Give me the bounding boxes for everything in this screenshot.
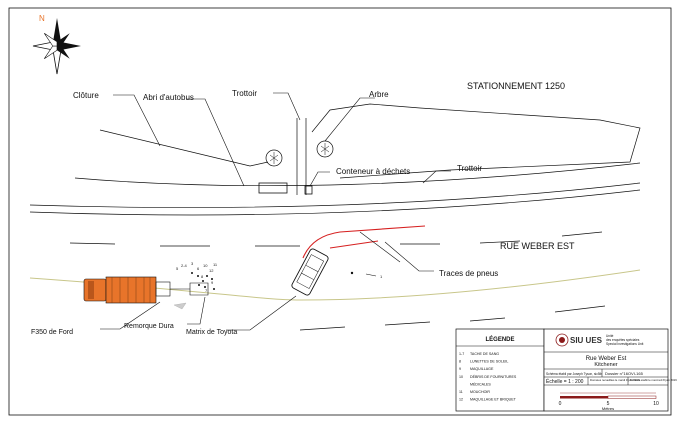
tree-icon [316,140,334,158]
evidence-dot [350,271,354,275]
legend-item-text: MOUCHOIR [470,390,490,394]
legend-item-text: LUNETTES DE SOLEIL [470,360,508,364]
tree-icon [265,149,283,167]
evidence-marker: 11 [213,262,218,267]
fence-line-2 [249,161,269,167]
legend-item-number: 11 [459,390,463,394]
scale-tick-10: 10 [653,401,659,407]
legend-item-number: 9 [459,367,461,371]
date-drawn: Schéma établi le mercredi 8 juin 2016 [630,378,677,382]
evidence-markers: 5 2-4 3 6 8 10 12 11 9 7 [176,261,218,293]
label-tire-marks: Traces de pneus [439,269,498,278]
legend-item-text: MAQUILLAGE ET BRIQUET [470,398,517,402]
scale-tick-0: 0 [559,401,562,407]
evidence-marker: 3 [191,261,194,266]
legend-box: LÉGENDE 1-7 TACHE DE SANG 8 LUNETTES DE SOL… [455,328,545,412]
compass-icon: N [32,14,81,75]
legend-item-text: TACHE DE SANG [470,352,499,356]
label-waste-container: Conteneur à déchets [336,167,410,176]
drawn-by: Schéma établi par Joseph Tyson, sic5ib [546,372,602,376]
legend-item-number: 8 [459,360,461,364]
scale-text: Échelle = 1 : 200 [546,378,584,385]
evidence-marker: 6 [197,266,200,271]
scale-unit: Mètres [602,406,614,411]
road-edge-south [29,269,641,301]
leader-lines [100,92,451,331]
legend-item-text: DÉBRIS DE FOURNITURES [470,374,517,379]
title-block: SIU UES Unité des enquêtes spéciales Spe… [543,328,677,412]
evidence-marker-1: 1 [380,274,383,279]
label-trailer: Remorque Dura [124,323,174,330]
org-line-1: Unité [606,334,614,338]
evidence-marker: 12 [209,268,214,273]
label-parking: STATIONNEMENT 1250 [467,81,565,91]
lane-markings [69,231,606,331]
fence-line [99,129,251,167]
evidence-marker: 2-4 [181,263,188,268]
scale-bar [560,392,657,399]
bus-shelter [258,182,288,194]
page-frame [8,7,672,416]
compass-north-label: N [39,14,45,23]
label-sidewalk-right: Trottoir [457,164,482,173]
legend-item-number: 12 [459,398,463,402]
evidence-marker: 8 [201,274,204,279]
label-toyota: Matrix de Toyota [186,329,237,336]
evidence-marker: 10 [203,263,208,268]
file-number: Dossier n°16OVI-165 [605,371,644,376]
date-collected: Données recueillies le mardi 9 juin 2016 [590,378,640,382]
marker-arrow [365,273,377,277]
legend-title: LÉGENDE [485,335,514,343]
logo-text: SIU UES [570,336,603,345]
org-line-2: des enquêtes spéciales [606,338,640,342]
label-cloture: Clôture [73,91,99,100]
road-edge-north [29,189,641,216]
parking-lot-outline [311,103,641,179]
ford-f350-vehicle [83,276,157,304]
label-bus-shelter: Abri d'autobus [143,93,194,102]
legend-item-number: 10 [459,375,463,379]
tire-marks [302,225,426,259]
dura-trailer [155,281,209,310]
scale-tick-5: 5 [607,401,610,407]
evidence-marker: 5 [176,266,179,271]
title-city: Kitchener [594,362,617,368]
label-sidewalk-top: Trottoir [232,89,257,98]
title-street: Rue Weber Est [586,356,627,362]
sidewalk-line-lower [29,182,641,208]
label-street: RUE WEBER EST [500,241,575,251]
evidence-marker: 9 [211,280,214,285]
evidence-marker: 7 [205,288,208,293]
waste-container [304,185,313,195]
legend-item-text: MÉDICALES [470,381,491,386]
sidewalk-line-upper [74,162,641,187]
legend-item-number: 1-7 [459,352,464,356]
org-line-3: Special Investigations Unit [606,342,643,346]
siu-logo-icon: SIU UES [555,333,603,347]
label-f350: F350 de Ford [31,329,73,336]
toyota-matrix-vehicle [291,248,329,296]
legend-item-text: MAQUILLAGE [470,367,494,371]
label-tree: Arbre [369,90,389,99]
